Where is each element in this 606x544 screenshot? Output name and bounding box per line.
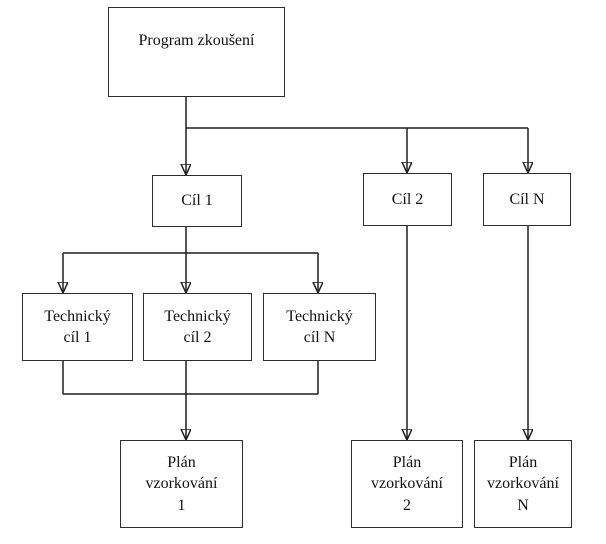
node-plan-vzorkovani-n-label: Plán vzorkování N bbox=[487, 454, 559, 514]
node-cil-2-label: Cíl 2 bbox=[391, 190, 424, 208]
node-plan-vzorkovani-2-label: Plán vzorkování 2 bbox=[371, 454, 443, 514]
node-technicky-cil-2: Technický cíl 2 bbox=[143, 293, 252, 361]
node-program-zkouseni: Program zkoušení bbox=[108, 7, 285, 97]
node-cil-2: Cíl 2 bbox=[363, 173, 452, 226]
node-program-zkouseni-label: Program zkoušení bbox=[138, 32, 255, 50]
node-technicky-cil-1: Technický cíl 1 bbox=[22, 293, 133, 361]
node-cil-1: Cíl 1 bbox=[152, 175, 242, 227]
node-cil-1-label: Cíl 1 bbox=[181, 192, 213, 210]
node-plan-vzorkovani-1-label: Plán vzorkování 1 bbox=[145, 454, 218, 514]
node-plan-vzorkovani-1: Plán vzorkování 1 bbox=[120, 440, 243, 528]
node-plan-vzorkovani-2: Plán vzorkování 2 bbox=[351, 440, 463, 528]
node-technicky-cil-2-label: Technický cíl 2 bbox=[164, 307, 231, 346]
node-technicky-cil-n: Technický cíl N bbox=[263, 293, 376, 361]
node-technicky-cil-1-label: Technický cíl 1 bbox=[44, 307, 111, 346]
node-cil-n: Cíl N bbox=[483, 173, 571, 226]
node-plan-vzorkovani-n: Plán vzorkování N bbox=[474, 440, 572, 528]
node-technicky-cil-n-label: Technický cíl N bbox=[286, 307, 353, 346]
node-cil-n-label: Cíl N bbox=[509, 190, 545, 208]
